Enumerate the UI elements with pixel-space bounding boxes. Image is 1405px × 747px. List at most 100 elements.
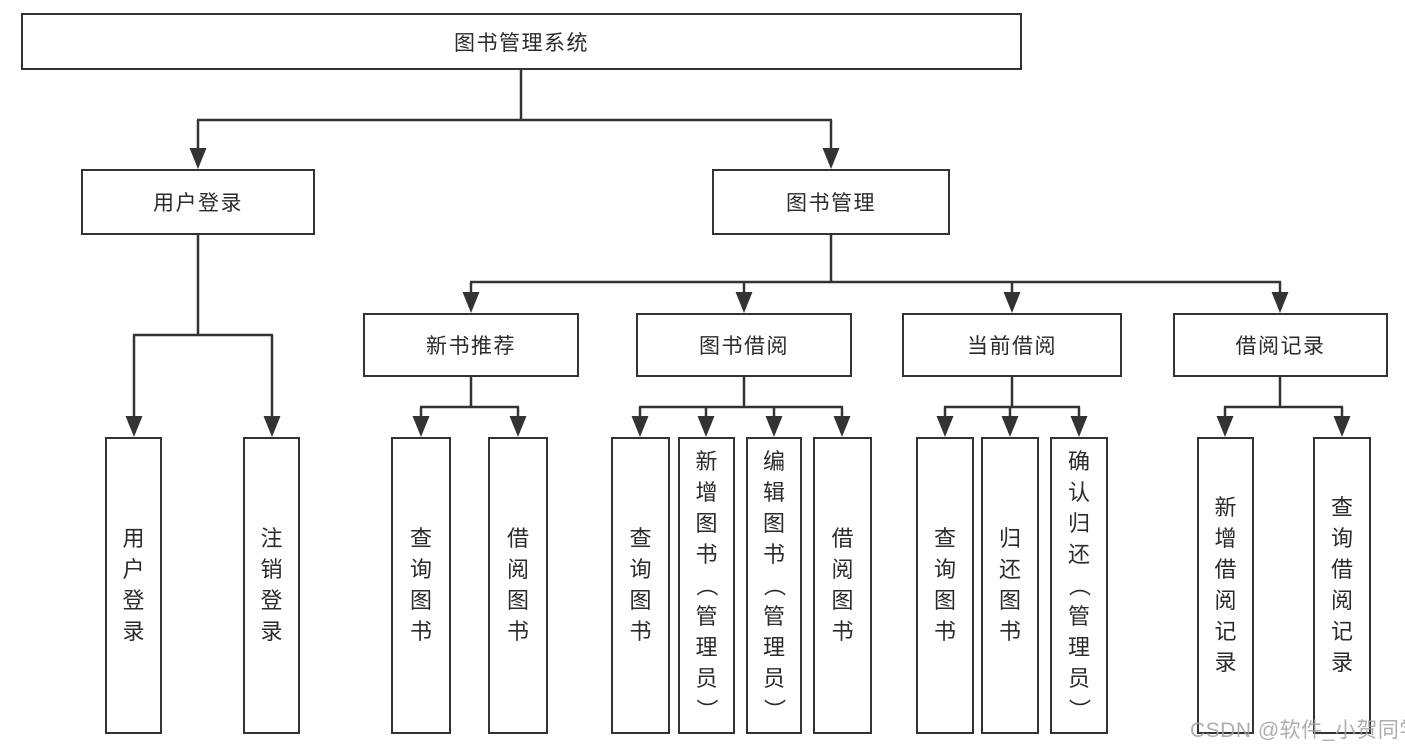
vertical-char: 理 — [695, 634, 718, 660]
node-library-management-system: 图书管理系统 — [21, 13, 1022, 70]
vertical-char: 确 — [1067, 448, 1090, 474]
vertical-char: 书 — [933, 619, 956, 644]
vertical-char: 管 — [695, 603, 718, 629]
vertical-char: 询 — [409, 557, 432, 582]
vertical-char: 阅 — [506, 557, 529, 582]
vertical-char: 认 — [1067, 479, 1090, 505]
leaf-query-books-borrowing: 查询图书 — [611, 437, 670, 734]
vertical-char: 录 — [1214, 650, 1237, 675]
leaf-add-books-admin: 新增图书 （ 管理员 ） — [678, 437, 735, 734]
vertical-char: 阅 — [1330, 588, 1353, 613]
vertical-char: 书 — [998, 619, 1021, 644]
vertical-char: 记 — [1214, 619, 1237, 644]
vertical-char: ） — [1067, 698, 1092, 721]
vertical-char: 图 — [629, 588, 652, 613]
vertical-char: 借 — [1214, 557, 1237, 582]
vertical-char: 户 — [122, 557, 145, 582]
vertical-char: 登 — [122, 588, 145, 613]
leaf-edit-books-admin: 编辑图书 （ 管理员 ） — [746, 437, 802, 734]
leaf-borrow-books: 借阅图书 — [813, 437, 872, 734]
node-label: 用户登录 — [153, 192, 243, 215]
vertical-char: （ — [762, 574, 787, 597]
node-book-borrowing: 图书借阅 — [636, 313, 852, 377]
vertical-char: 图 — [831, 588, 854, 613]
vertical-char: 图 — [762, 510, 785, 536]
vertical-char: 图 — [695, 510, 718, 536]
vertical-char: 增 — [1214, 526, 1237, 551]
vertical-char: 阅 — [831, 557, 854, 582]
leaf-query-borrow-record: 查询借阅记录 — [1313, 437, 1371, 734]
vertical-char: 注 — [260, 526, 283, 551]
node-label: 图书管理系统 — [454, 31, 589, 55]
vertical-char: 记 — [1330, 619, 1353, 644]
vertical-char: 询 — [933, 557, 956, 582]
vertical-char: 查 — [1330, 495, 1353, 520]
node-label: 新书推荐 — [426, 335, 516, 358]
leaf-confirm-return-admin: 确认归还 （ 管理员 ） — [1050, 437, 1108, 734]
vertical-char: 销 — [260, 557, 283, 582]
vertical-char: 书 — [506, 619, 529, 644]
node-label: 图书管理 — [786, 192, 876, 215]
vertical-char: 书 — [762, 541, 785, 567]
node-label: 当前借阅 — [967, 335, 1057, 358]
vertical-char: 增 — [695, 479, 718, 505]
vertical-char: 借 — [831, 526, 854, 551]
vertical-char: （ — [1067, 574, 1092, 597]
vertical-char: 图 — [998, 588, 1021, 613]
vertical-char: 录 — [1330, 650, 1353, 675]
vertical-char: 查 — [409, 526, 432, 551]
node-label: 借阅记录 — [1235, 335, 1326, 358]
vertical-char: 理 — [1067, 634, 1090, 660]
vertical-char: 借 — [1330, 557, 1353, 582]
vertical-char: 员 — [762, 665, 785, 691]
vertical-char: 书 — [409, 619, 432, 644]
vertical-char: 管 — [1067, 603, 1090, 629]
node-current-borrowing: 当前借阅 — [902, 313, 1122, 377]
node-borrowing-records: 借阅记录 — [1173, 313, 1388, 377]
leaf-logout: 注销登录 — [243, 437, 300, 734]
vertical-char: 询 — [629, 557, 652, 582]
vertical-char: 书 — [695, 541, 718, 567]
vertical-char: 员 — [695, 665, 718, 691]
vertical-char: ） — [694, 698, 720, 721]
vertical-char: 还 — [998, 557, 1021, 582]
node-user-login: 用户登录 — [81, 169, 315, 235]
vertical-char: 用 — [122, 526, 145, 551]
vertical-char: 编 — [762, 448, 785, 474]
vertical-char: 归 — [1067, 510, 1090, 536]
vertical-char: 借 — [506, 526, 529, 551]
vertical-char: 录 — [122, 619, 145, 644]
vertical-char: 辑 — [762, 479, 785, 505]
leaf-query-books-recommend: 查询图书 — [391, 437, 451, 734]
vertical-char: 新 — [695, 448, 718, 474]
vertical-char: 询 — [1330, 526, 1353, 551]
vertical-char: ） — [762, 698, 787, 721]
node-book-management: 图书管理 — [712, 169, 950, 235]
vertical-char: 书 — [629, 619, 652, 644]
vertical-char: 员 — [1067, 665, 1090, 691]
vertical-char: 登 — [260, 588, 283, 613]
vertical-char: 图 — [933, 588, 956, 613]
node-new-book-recommend: 新书推荐 — [363, 313, 579, 377]
vertical-char: 归 — [998, 526, 1021, 551]
vertical-char: （ — [694, 574, 720, 597]
vertical-char: 还 — [1067, 541, 1090, 567]
vertical-char: 管 — [762, 603, 785, 629]
leaf-user-login: 用户登录 — [105, 437, 162, 734]
vertical-char: 录 — [260, 619, 283, 644]
leaf-borrow-books-recommend: 借阅图书 — [488, 437, 548, 734]
vertical-char: 查 — [933, 526, 956, 551]
vertical-char: 图 — [409, 588, 432, 613]
leaf-return-books: 归还图书 — [981, 437, 1039, 734]
vertical-char: 阅 — [1214, 588, 1237, 613]
vertical-char: 理 — [762, 634, 785, 660]
vertical-char: 新 — [1214, 495, 1237, 520]
vertical-char: 查 — [629, 526, 652, 551]
vertical-char: 书 — [831, 619, 854, 644]
leaf-query-books-current: 查询图书 — [916, 437, 974, 734]
node-label: 图书借阅 — [699, 335, 789, 358]
vertical-char: 图 — [506, 588, 529, 613]
watermark: CSDN @软件_小贺同学 — [1190, 719, 1405, 742]
